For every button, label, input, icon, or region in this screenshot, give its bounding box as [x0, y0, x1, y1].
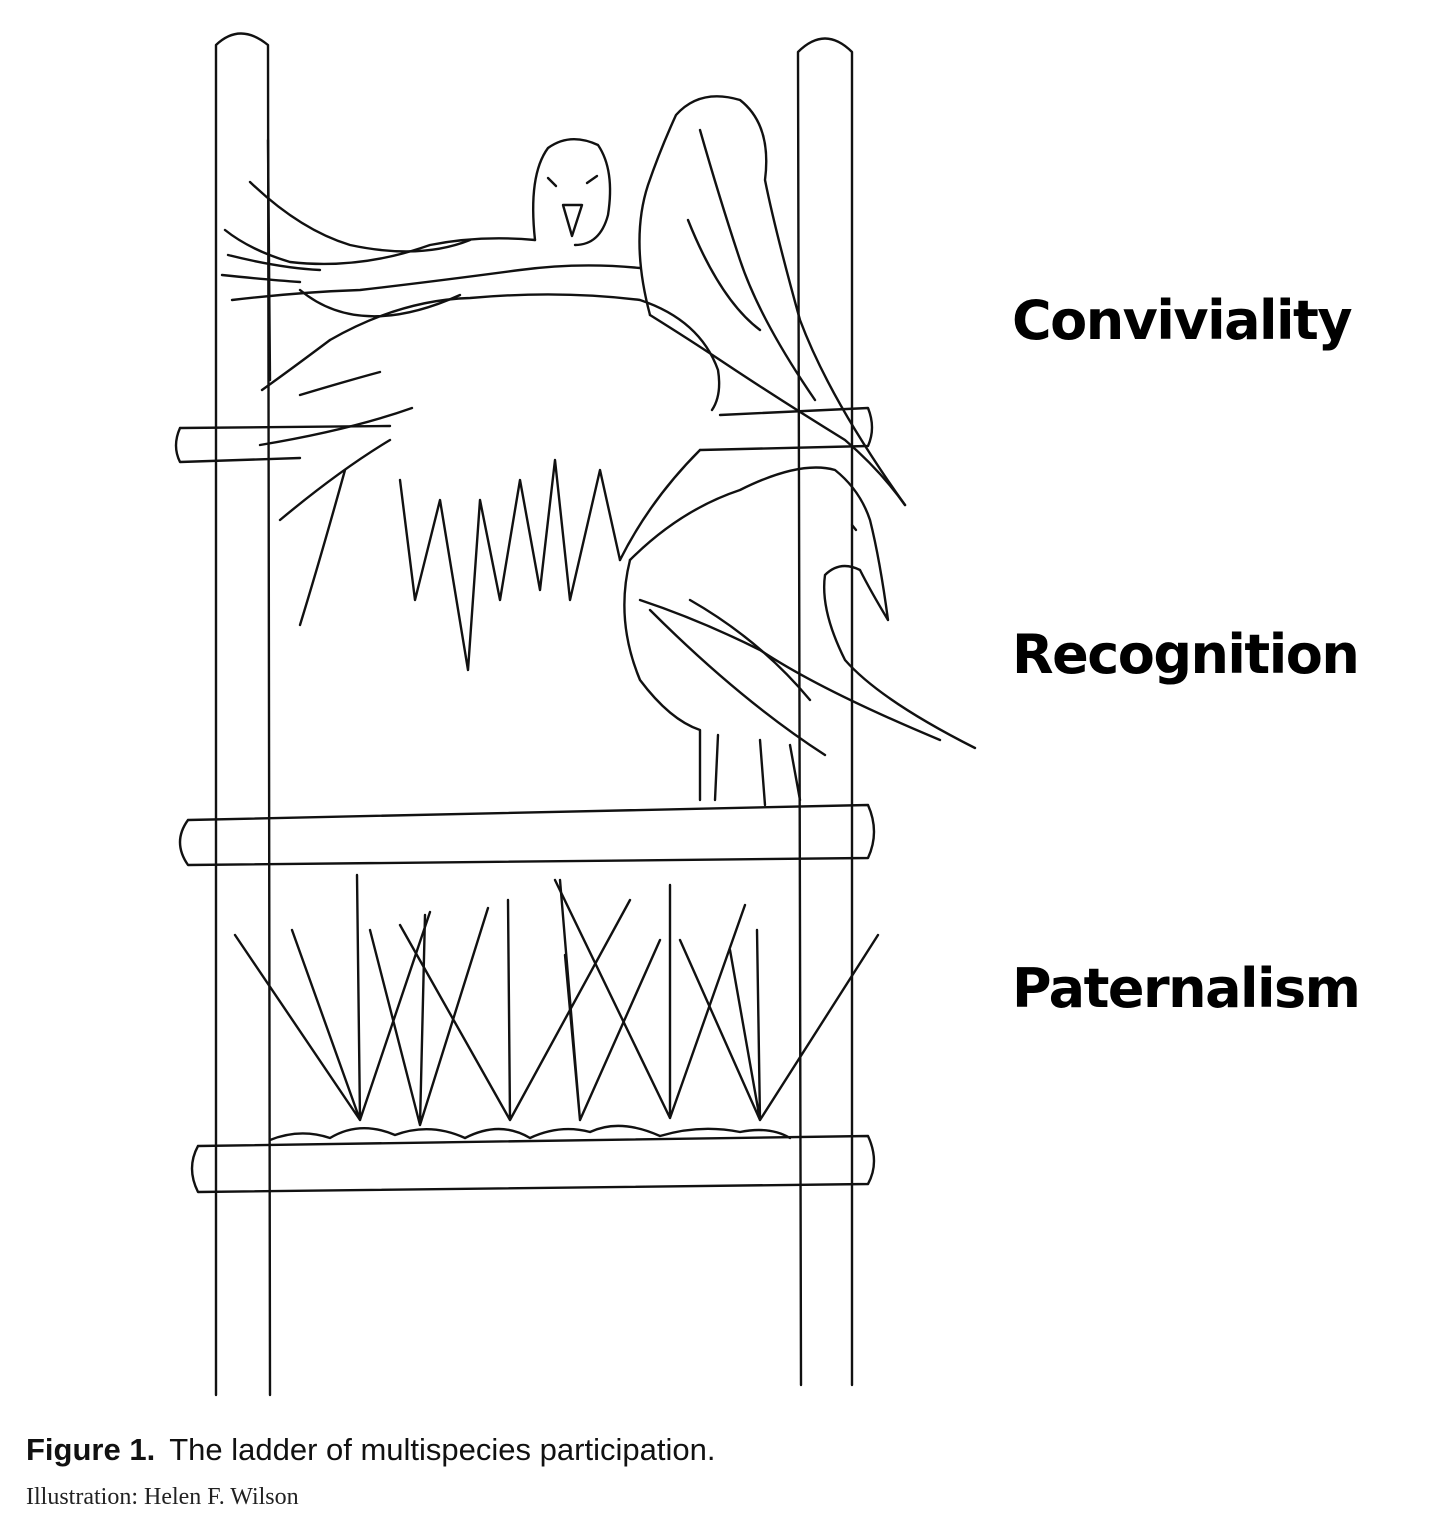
figure-caption: Figure 1. The ladder of multispecies part…: [26, 1432, 715, 1468]
level-label-recognition: Recognition: [1012, 623, 1360, 686]
gull-icon: [638, 95, 907, 507]
pigeon-icon: [220, 138, 642, 318]
illustration-credit: Illustration: Helen F. Wilson: [26, 1484, 299, 1510]
bird-spikes-icon: [233, 873, 880, 1142]
ladder-illustration: [174, 32, 977, 1397]
level-label-conviviality: Conviviality: [1012, 289, 1353, 352]
gull-icon: [623, 466, 977, 807]
level-label-paternalism: Paternalism: [1012, 957, 1361, 1020]
crow-icon: [258, 293, 721, 672]
figure-caption-text: The ladder of multispecies participation…: [169, 1432, 716, 1467]
ladder-icon: [174, 32, 876, 1397]
figure-number: Figure 1.: [26, 1432, 156, 1467]
